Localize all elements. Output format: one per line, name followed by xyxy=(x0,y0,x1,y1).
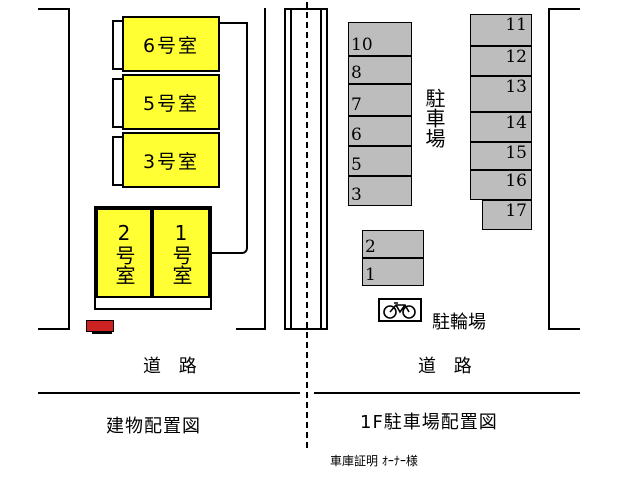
boundary-bottom-left xyxy=(38,328,70,330)
boundary-top-left xyxy=(38,8,70,10)
bicycle-icon xyxy=(383,302,416,319)
divider-line xyxy=(290,8,292,330)
room-6: 6号室 xyxy=(122,16,220,72)
divider-line xyxy=(320,8,322,330)
room-1-label: 1号室 xyxy=(169,221,193,285)
left-road-label: 道 路 xyxy=(143,356,203,377)
marker-post xyxy=(92,332,112,340)
space-label: 13 xyxy=(505,77,527,97)
space-label: 7 xyxy=(351,95,362,115)
parking-space-8: 8 xyxy=(348,56,412,84)
space-label: 1 xyxy=(365,265,376,285)
parking-space-5: 5 xyxy=(348,146,412,176)
parking-space-16: 16 xyxy=(470,170,532,200)
room-5: 5号室 xyxy=(122,74,220,130)
parking-space-13: 13 xyxy=(470,76,532,112)
bicycle-parking-label: 駐輪場 xyxy=(432,312,486,333)
divider-line xyxy=(326,8,328,330)
boundary-left xyxy=(68,8,70,330)
road-line-left xyxy=(38,392,300,394)
right-caption: 1F駐車場配置図 xyxy=(360,412,498,433)
footer-note: 車庫証明 ｵｰﾅｰ様 xyxy=(330,454,418,468)
space-label: 16 xyxy=(505,171,527,191)
parking-space-11: 11 xyxy=(470,14,532,46)
bicycle-parking-box xyxy=(378,298,422,322)
space-label: 3 xyxy=(351,185,362,205)
room-3: 3号室 xyxy=(122,132,220,188)
parking-space-6: 6 xyxy=(348,116,412,146)
boundary-bottom-right-plan xyxy=(548,328,580,330)
boundary-bottom-right xyxy=(236,328,266,330)
space-label: 6 xyxy=(351,125,362,145)
right-road-label: 道 路 xyxy=(418,356,478,377)
space-label: 2 xyxy=(365,237,376,257)
room-2-label: 2号室 xyxy=(112,221,136,285)
parking-space-3: 3 xyxy=(348,176,412,206)
parking-space-7: 7 xyxy=(348,84,412,116)
marker-sign xyxy=(86,320,114,332)
space-label: 17 xyxy=(505,201,527,221)
space-label: 12 xyxy=(505,47,527,67)
room-3-label: 3号室 xyxy=(142,150,200,173)
corridor-corner xyxy=(232,236,248,254)
space-label: 8 xyxy=(351,63,362,83)
parking-space-14: 14 xyxy=(470,112,532,142)
boundary-top-right-plan xyxy=(548,8,580,10)
corridor-line xyxy=(246,22,248,244)
boundary-right xyxy=(264,8,266,330)
room-5-label: 5号室 xyxy=(142,92,200,115)
parking-space-2: 2 xyxy=(362,230,424,258)
parking-space-1: 1 xyxy=(362,258,424,286)
dashed-center-line xyxy=(306,2,308,448)
boundary-right-plan xyxy=(548,8,550,330)
parking-label: 駐車場 xyxy=(422,88,446,148)
road-line-right xyxy=(314,392,580,394)
space-label: 14 xyxy=(505,113,527,133)
space-label: 10 xyxy=(351,35,373,55)
room-2: 2号室 xyxy=(96,208,152,298)
room-1: 1号室 xyxy=(152,208,210,298)
space-label: 11 xyxy=(505,15,527,35)
parking-space-15: 15 xyxy=(470,142,532,170)
parking-space-10: 10 xyxy=(348,22,412,56)
divider-line xyxy=(284,8,286,330)
space-label: 15 xyxy=(505,143,527,163)
parking-space-17: 17 xyxy=(482,200,532,230)
room-6-label: 6号室 xyxy=(142,34,200,57)
left-caption: 建物配置図 xyxy=(106,416,201,437)
corridor-line-top xyxy=(220,22,248,24)
space-label: 5 xyxy=(351,155,362,175)
parking-space-12: 12 xyxy=(470,46,532,76)
corridor-line-mid xyxy=(212,252,234,254)
